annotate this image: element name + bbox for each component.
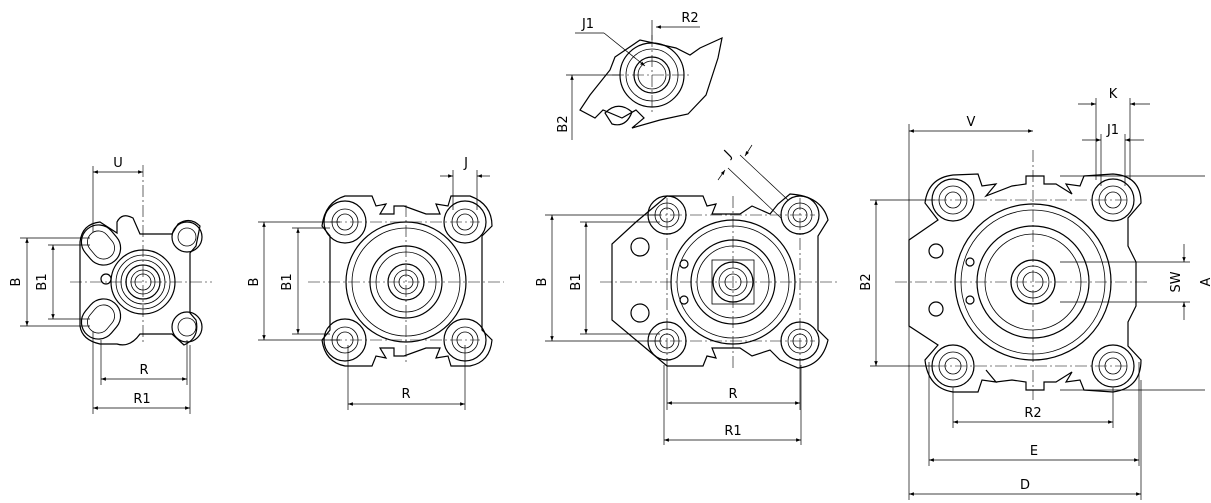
dim-label-R2: R2: [681, 11, 698, 26]
dim-label-B: B: [9, 278, 24, 287]
dim-label-B: B: [247, 278, 262, 287]
dim-label-R: R: [401, 387, 410, 402]
dim-label-J: J: [463, 156, 468, 171]
dim-label-V: V: [967, 115, 976, 130]
dim-label-R1: R1: [724, 424, 741, 439]
dim-label-U: U: [113, 156, 123, 171]
dim-label-J1: J1: [581, 17, 594, 32]
dim-label-B1: B1: [280, 273, 295, 290]
view-2-cylinder: J B B1 R: [247, 156, 504, 410]
dim-label-R: R: [139, 363, 148, 378]
dim-label-B2: B2: [859, 273, 874, 290]
dim-label-A: A: [1199, 277, 1211, 286]
dim-label-R1: R1: [133, 392, 150, 407]
dim-label-J: J: [721, 148, 735, 162]
dim-label-B1: B1: [35, 273, 50, 290]
dim-label-R2: R2: [1024, 406, 1041, 421]
dim-label-B2: B2: [556, 115, 571, 132]
dim-label-B: B: [535, 278, 550, 287]
view-3-cylinder: J B B1 R R1: [535, 144, 840, 445]
view-1-small-cylinder: U B B1 R R1: [9, 156, 212, 414]
dim-label-R: R: [728, 387, 737, 402]
dim-label-D: D: [1020, 478, 1030, 493]
dim-label-K: K: [1109, 87, 1118, 102]
detail-view-port: J1 R2 B2: [556, 11, 723, 140]
dim-label-SW: SW: [1169, 271, 1184, 292]
dim-label-J1: J1: [1106, 123, 1119, 138]
dim-label-B1: B1: [569, 273, 584, 290]
dim-label-E: E: [1030, 444, 1038, 459]
view-4-large-cylinder: K J1 V B2 SW A R2 E: [859, 87, 1211, 500]
